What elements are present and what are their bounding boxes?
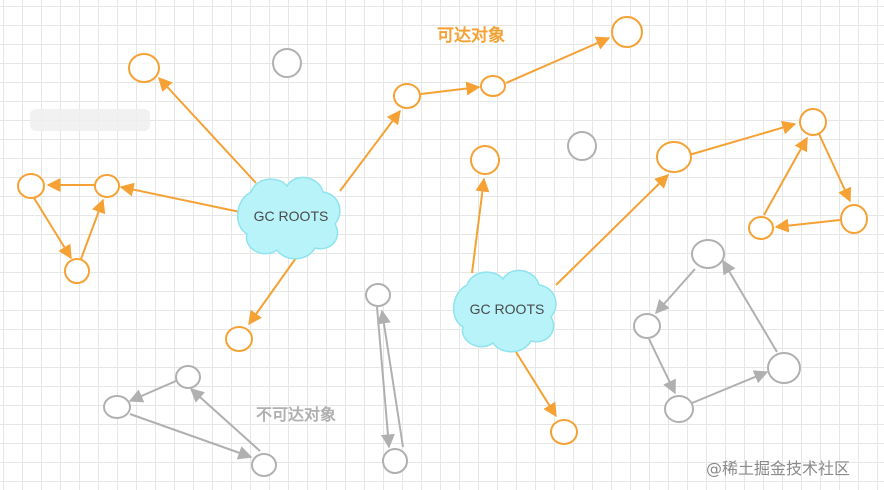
edge-chain-a	[420, 81, 481, 96]
reachable-node	[550, 419, 578, 445]
reachable-node	[94, 174, 120, 198]
edge-root2-to-up	[471, 177, 490, 274]
unreachable-node	[767, 352, 801, 384]
edge-chain-b	[505, 36, 611, 84]
reachable-node	[393, 83, 421, 109]
unreachable-node	[633, 313, 661, 339]
gc-roots-label-left: GC ROOTS	[254, 208, 329, 224]
unreachable-node	[691, 239, 725, 269]
edge-gray-9	[722, 259, 778, 353]
edge-triangle-3	[80, 198, 106, 260]
reachable-node	[656, 141, 692, 173]
gc-roots-label-right: GC ROOTS	[470, 301, 545, 317]
gc-roots-cloud-left: GC ROOTS	[237, 176, 341, 260]
gc-roots-cloud-right: GC ROOTS	[453, 269, 557, 353]
reachable-node	[840, 204, 868, 234]
edge-root1-to-top-left	[158, 76, 257, 184]
reachable-node	[611, 16, 643, 48]
unreachable-node	[272, 48, 302, 78]
edge-gray-2	[129, 413, 253, 460]
edge-gray-1	[128, 380, 177, 403]
edge-right-d	[763, 136, 808, 216]
unreachable-node	[103, 395, 131, 419]
edge-gray-4	[376, 306, 395, 449]
unreachable-node	[382, 448, 408, 474]
unreachable-node	[251, 453, 277, 477]
edge-right-c	[774, 218, 841, 233]
reachable-objects-label: 可达对象	[437, 26, 505, 46]
edge-root2-to-right	[555, 174, 669, 286]
edge-gray-5	[377, 309, 404, 448]
reachable-node	[17, 173, 45, 199]
unreachable-objects-label: 不可达对象	[256, 405, 337, 424]
reachable-node	[128, 53, 160, 83]
unreachable-node	[664, 395, 694, 423]
reachable-node	[480, 75, 506, 97]
watermark-text: @稀土掘金技术社区	[706, 459, 851, 478]
reachable-node	[799, 108, 827, 136]
edge-root1-to-bottom	[248, 257, 297, 326]
reachable-node	[748, 216, 774, 240]
edge-gray-8	[691, 370, 769, 404]
edge-triangle-2	[33, 197, 72, 260]
unreachable-node	[567, 131, 597, 161]
edge-gray-6	[655, 268, 696, 315]
edge-right-b	[818, 133, 852, 203]
reachable-node	[64, 258, 90, 284]
edge-gray-7	[648, 338, 676, 395]
edge-gray-3	[189, 388, 261, 452]
edge-root1-to-left	[119, 182, 241, 213]
edge-right-a	[688, 120, 797, 156]
reachable-node	[225, 326, 253, 352]
unreachable-node	[365, 283, 391, 307]
edge-root2-to-down	[515, 351, 557, 418]
blurred-caption	[30, 109, 150, 131]
edge-root1-to-upper-right	[339, 109, 401, 192]
reachable-node	[470, 145, 500, 175]
unreachable-node	[175, 365, 201, 389]
